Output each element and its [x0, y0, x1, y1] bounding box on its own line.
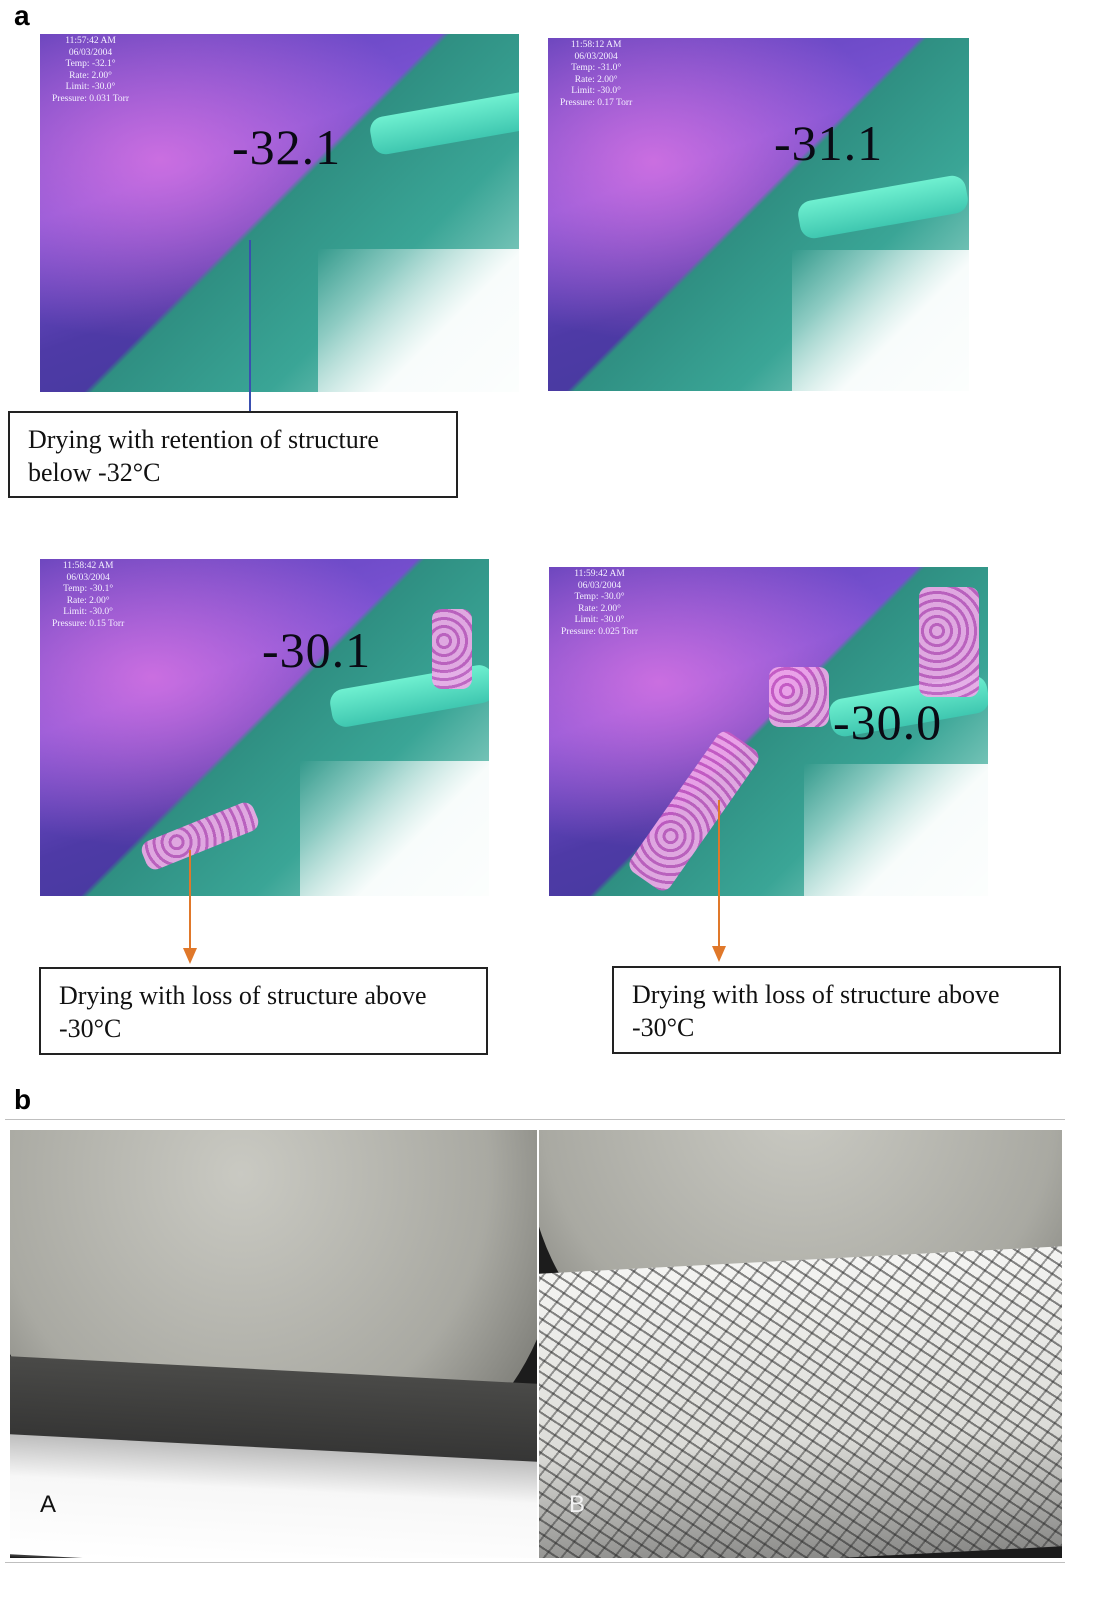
- readout-limit: Limit: -30.0°: [574, 615, 625, 625]
- instrument-readout: 11:58:12 AM 06/03/2004 Temp: -31.0° Rate…: [560, 40, 632, 109]
- collapsed-structure-region: [432, 609, 472, 689]
- loss-right-arrowhead: [712, 946, 726, 962]
- readout-limit: Limit: -30.0°: [63, 607, 113, 617]
- micrograph-frame-1: 11:57:42 AM 06/03/2004 Temp: -32.1° Rate…: [40, 34, 519, 392]
- readout-limit: Limit: -30.0°: [571, 86, 621, 96]
- readout-date: 06/03/2004: [574, 51, 618, 62]
- collapsed-structure-region: [919, 587, 979, 697]
- readout-rate: Rate: 2.00°: [66, 595, 110, 606]
- readout-date: 06/03/2004: [68, 47, 113, 58]
- instrument-readout: 11:57:42 AM 06/03/2004 Temp: -32.1° Rate…: [52, 36, 129, 105]
- panel-b-frame-border: [5, 1119, 1065, 1120]
- loss-left-arrowhead: [183, 948, 197, 964]
- readout-temp: Temp: -30.1°: [63, 584, 114, 594]
- annotation-loss-left-line1: Drying with loss of structure above: [59, 981, 427, 1010]
- temperature-label: -31.1: [774, 115, 884, 171]
- readout-time: 11:58:42 AM: [62, 561, 114, 571]
- instrument-readout: 11:59:42 AM 06/03/2004 Temp: -30.0° Rate…: [561, 569, 638, 638]
- micrograph-b-right: B: [539, 1130, 1062, 1558]
- annotation-retention-line2: below -32°C: [28, 458, 161, 487]
- readout-pressure: Pressure: 0.031 Torr: [52, 93, 129, 104]
- readout-pressure: Pressure: 0.15 Torr: [52, 618, 125, 629]
- readout-pressure: Pressure: 0.17 Torr: [560, 97, 633, 108]
- instrument-readout: 11:58:42 AM 06/03/2004 Temp: -30.1° Rate…: [52, 561, 124, 630]
- readout-rate: Rate: 2.00°: [578, 603, 621, 614]
- readout-date: 06/03/2004: [577, 580, 622, 591]
- readout-pressure: Pressure: 0.025 Torr: [561, 626, 638, 637]
- readout-date: 06/03/2004: [66, 572, 110, 583]
- readout-temp: Temp: -32.1°: [65, 59, 116, 69]
- illumination-region: [803, 764, 988, 896]
- readout-rate: Rate: 2.00°: [574, 74, 618, 85]
- temperature-label: -30.1: [262, 622, 372, 678]
- micrograph-frame-4: 11:59:42 AM 06/03/2004 Temp: -30.0° Rate…: [549, 567, 988, 896]
- image-label-b: B: [569, 1491, 586, 1518]
- illumination-region: [317, 248, 519, 392]
- temperature-label: -30.0: [833, 694, 943, 750]
- annotation-loss-left-box: Drying with loss of structure above -30°…: [39, 967, 488, 1055]
- readout-rate: Rate: 2.00°: [69, 70, 112, 81]
- readout-time: 11:59:42 AM: [574, 569, 625, 579]
- readout-limit: Limit: -30.0°: [65, 82, 116, 92]
- readout-time: 11:57:42 AM: [65, 36, 116, 46]
- readout-time: 11:58:12 AM: [570, 40, 622, 50]
- annotation-retention-line1: Drying with retention of structure: [28, 425, 379, 454]
- micrograph-b-left: A: [10, 1130, 537, 1558]
- readout-temp: Temp: -30.0°: [574, 592, 625, 602]
- collapsed-cake-region: [539, 1246, 1062, 1558]
- micrograph-frame-2: 11:58:12 AM 06/03/2004 Temp: -31.0° Rate…: [548, 38, 969, 391]
- image-label-a: A: [40, 1491, 57, 1518]
- annotation-loss-left-line2: -30°C: [59, 1014, 122, 1043]
- annotation-retention-box: Drying with retention of structure below…: [8, 411, 458, 498]
- annotation-loss-right-box: Drying with loss of structure above -30°…: [612, 966, 1061, 1054]
- illumination-region: [792, 249, 969, 391]
- temperature-label: -32.1: [232, 119, 342, 175]
- panel-b-letter: b: [14, 1084, 32, 1115]
- collapsed-structure-region: [769, 667, 829, 727]
- micrograph-frame-3: 11:58:42 AM 06/03/2004 Temp: -30.1° Rate…: [40, 559, 489, 896]
- panel-b-frame-border-bottom: [5, 1562, 1065, 1563]
- illumination-region: [300, 761, 489, 896]
- annotation-loss-right-line1: Drying with loss of structure above: [632, 980, 1000, 1009]
- panel-a-letter: a: [14, 0, 30, 31]
- annotation-loss-right-line2: -30°C: [632, 1013, 695, 1042]
- readout-temp: Temp: -31.0°: [571, 63, 622, 73]
